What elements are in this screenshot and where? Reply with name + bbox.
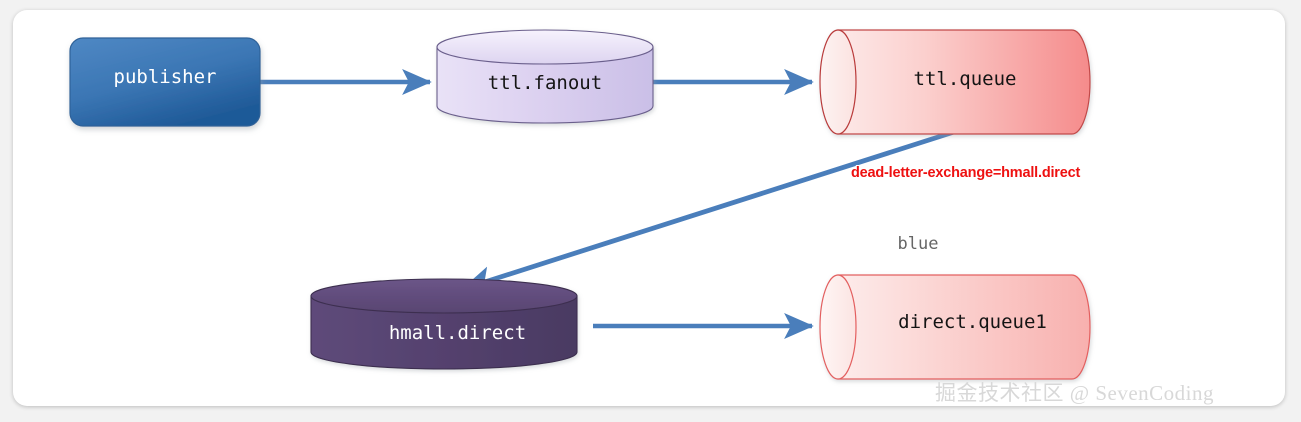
- edge-ttlqueue-to-hmalldirect: [461, 128, 958, 294]
- watermark-text: 掘金技术社区 @ SevenCoding: [935, 381, 1215, 405]
- node-ttl-queue[interactable]: [819, 29, 1091, 135]
- edge-label-dead-letter-exchange: dead-letter-exchange=hmall.direct: [851, 165, 1081, 181]
- node-hmall-direct[interactable]: [310, 278, 578, 370]
- node-publisher[interactable]: [69, 37, 261, 127]
- node-direct-queue1[interactable]: [819, 274, 1091, 380]
- node-ttl-fanout[interactable]: [436, 29, 654, 124]
